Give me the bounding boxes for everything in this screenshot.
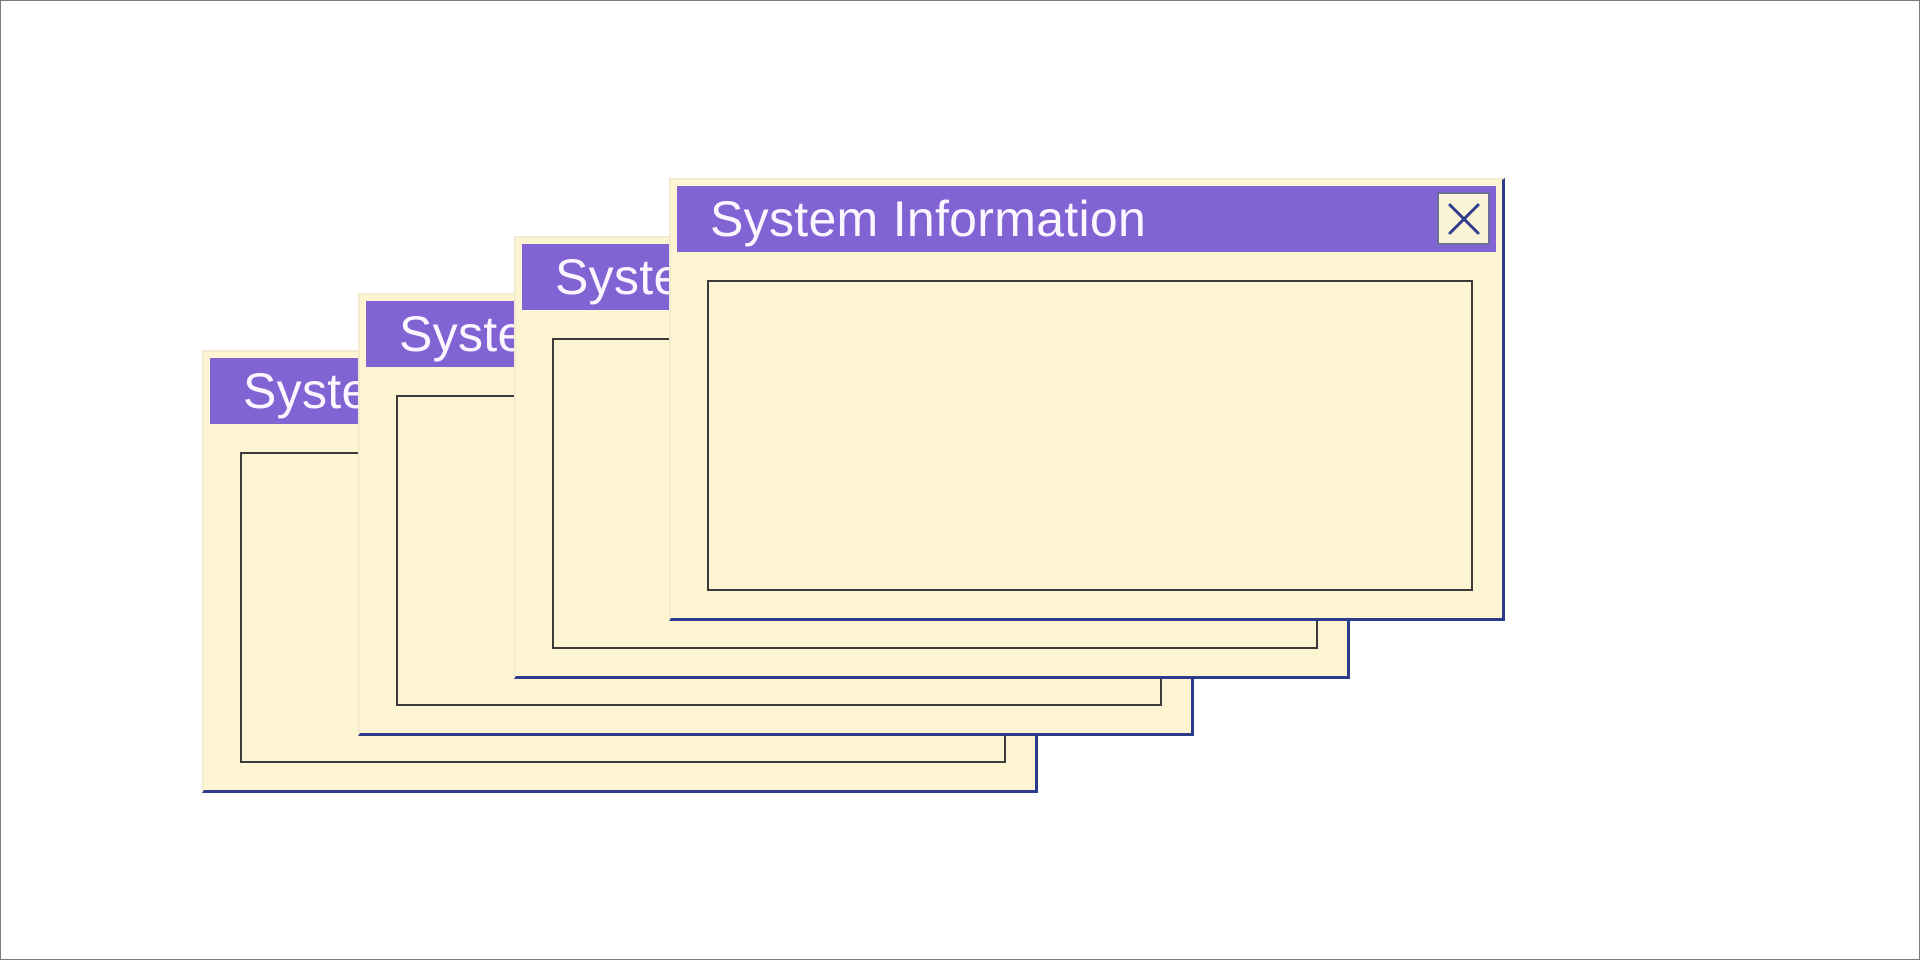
window-titlebar[interactable]: System Information: [677, 186, 1496, 252]
window-title: System Information: [710, 191, 1147, 247]
close-button[interactable]: [1437, 192, 1490, 245]
system-information-window-4[interactable]: System Information: [669, 178, 1505, 621]
close-icon: [1448, 203, 1479, 234]
window-content-frame: [707, 280, 1473, 591]
